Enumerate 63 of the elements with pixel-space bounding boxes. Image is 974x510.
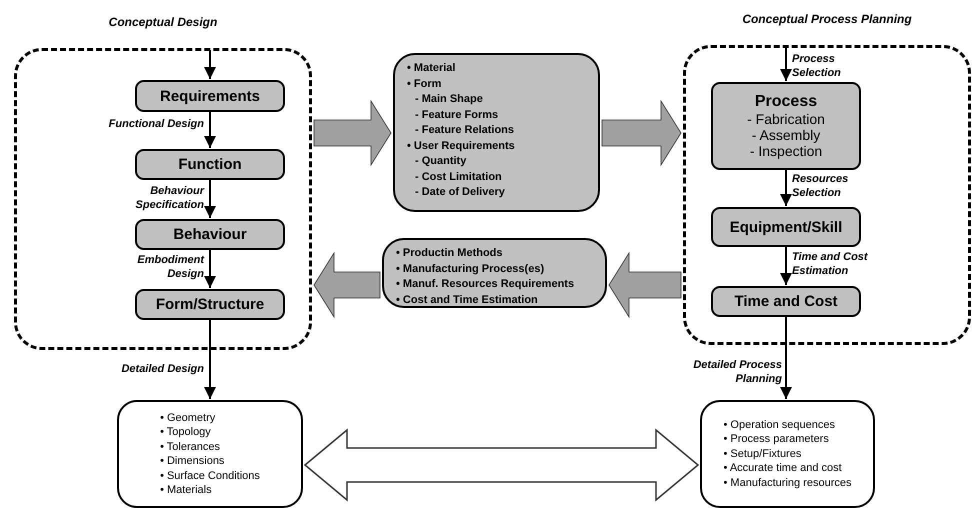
group-title: Conceptual Process Planning bbox=[741, 12, 913, 26]
list-item: • Geometry bbox=[160, 410, 216, 425]
list-item: • Manuf. Resources Requirements bbox=[396, 277, 576, 292]
list-item: • Form bbox=[407, 76, 442, 92]
edge-label: Resources Selection bbox=[792, 172, 850, 200]
list-item: • Tolerances bbox=[160, 440, 221, 454]
arrow bbox=[780, 170, 792, 206]
double-arrow bbox=[304, 428, 700, 502]
arrow bbox=[204, 180, 216, 218]
list-item: • Materials bbox=[160, 483, 213, 498]
process-box bbox=[711, 82, 861, 170]
block-arrow bbox=[602, 100, 682, 166]
list-item: - Cost Limitation bbox=[414, 170, 503, 184]
list-item: - Feature Relations bbox=[414, 123, 516, 138]
info-card bbox=[382, 238, 607, 308]
group-title: Conceptual Design bbox=[108, 15, 218, 29]
edge-label: Embodiment Design bbox=[136, 253, 204, 281]
process-box: Equipment/Skill bbox=[711, 207, 861, 247]
arrow bbox=[780, 247, 792, 285]
list-item: • Topology bbox=[160, 425, 212, 440]
list-item: • Accurate time and cost bbox=[724, 461, 843, 476]
output-card bbox=[117, 400, 303, 508]
list-item: • Process parameters bbox=[724, 432, 830, 447]
process-box: Requirements bbox=[135, 80, 285, 112]
arrow bbox=[780, 317, 792, 399]
edge-label: Functional Design bbox=[108, 117, 204, 131]
edge-label: Time and Cost Estimation bbox=[792, 250, 869, 278]
list-item: • Manufacturing resources bbox=[724, 476, 852, 490]
list-item: • Cost and Time Estimation bbox=[396, 292, 539, 308]
block-arrow bbox=[314, 252, 380, 318]
block-arrow bbox=[314, 100, 392, 166]
info-card bbox=[393, 53, 600, 212]
list-item: • Material bbox=[407, 61, 456, 76]
list-item: - Assembly bbox=[752, 127, 820, 143]
list-item: • Setup/Fixtures bbox=[724, 446, 802, 462]
arrow bbox=[780, 48, 792, 81]
list-item: • Surface Conditions bbox=[160, 468, 260, 483]
edge-label: Process Selection bbox=[792, 52, 842, 80]
list-item: - Inspection bbox=[750, 143, 822, 159]
arrow bbox=[204, 320, 216, 399]
edge-label: Behaviour Specification bbox=[134, 184, 204, 212]
list-item: - Date of Delivery bbox=[414, 185, 506, 200]
list-item: • Dimensions bbox=[160, 454, 226, 468]
box-heading: Process bbox=[754, 93, 818, 111]
list-item: • Operation sequences bbox=[724, 418, 836, 432]
process-box: Time and Cost bbox=[711, 286, 861, 317]
list-item: • Productin Methods bbox=[396, 246, 504, 261]
list-item: - Feature Forms bbox=[414, 108, 500, 122]
list-item: - Main Shape bbox=[414, 92, 484, 107]
arrow bbox=[204, 50, 216, 79]
list-item: - Quantity bbox=[414, 154, 468, 169]
process-box: Form/Structure bbox=[135, 289, 285, 320]
arrow bbox=[204, 112, 216, 148]
list-item: • User Requirements bbox=[407, 138, 516, 154]
edge-label: Detailed Design bbox=[120, 362, 204, 376]
block-arrow bbox=[608, 252, 682, 318]
output-card bbox=[700, 400, 875, 508]
list-item: - Fabrication bbox=[747, 111, 825, 127]
arrow bbox=[204, 250, 216, 288]
edge-label: Detailed Process Planning bbox=[692, 358, 782, 386]
process-box: Function bbox=[135, 149, 285, 180]
list-item: • Manufacturing Process(es) bbox=[396, 262, 546, 276]
process-box: Behaviour bbox=[135, 219, 285, 250]
